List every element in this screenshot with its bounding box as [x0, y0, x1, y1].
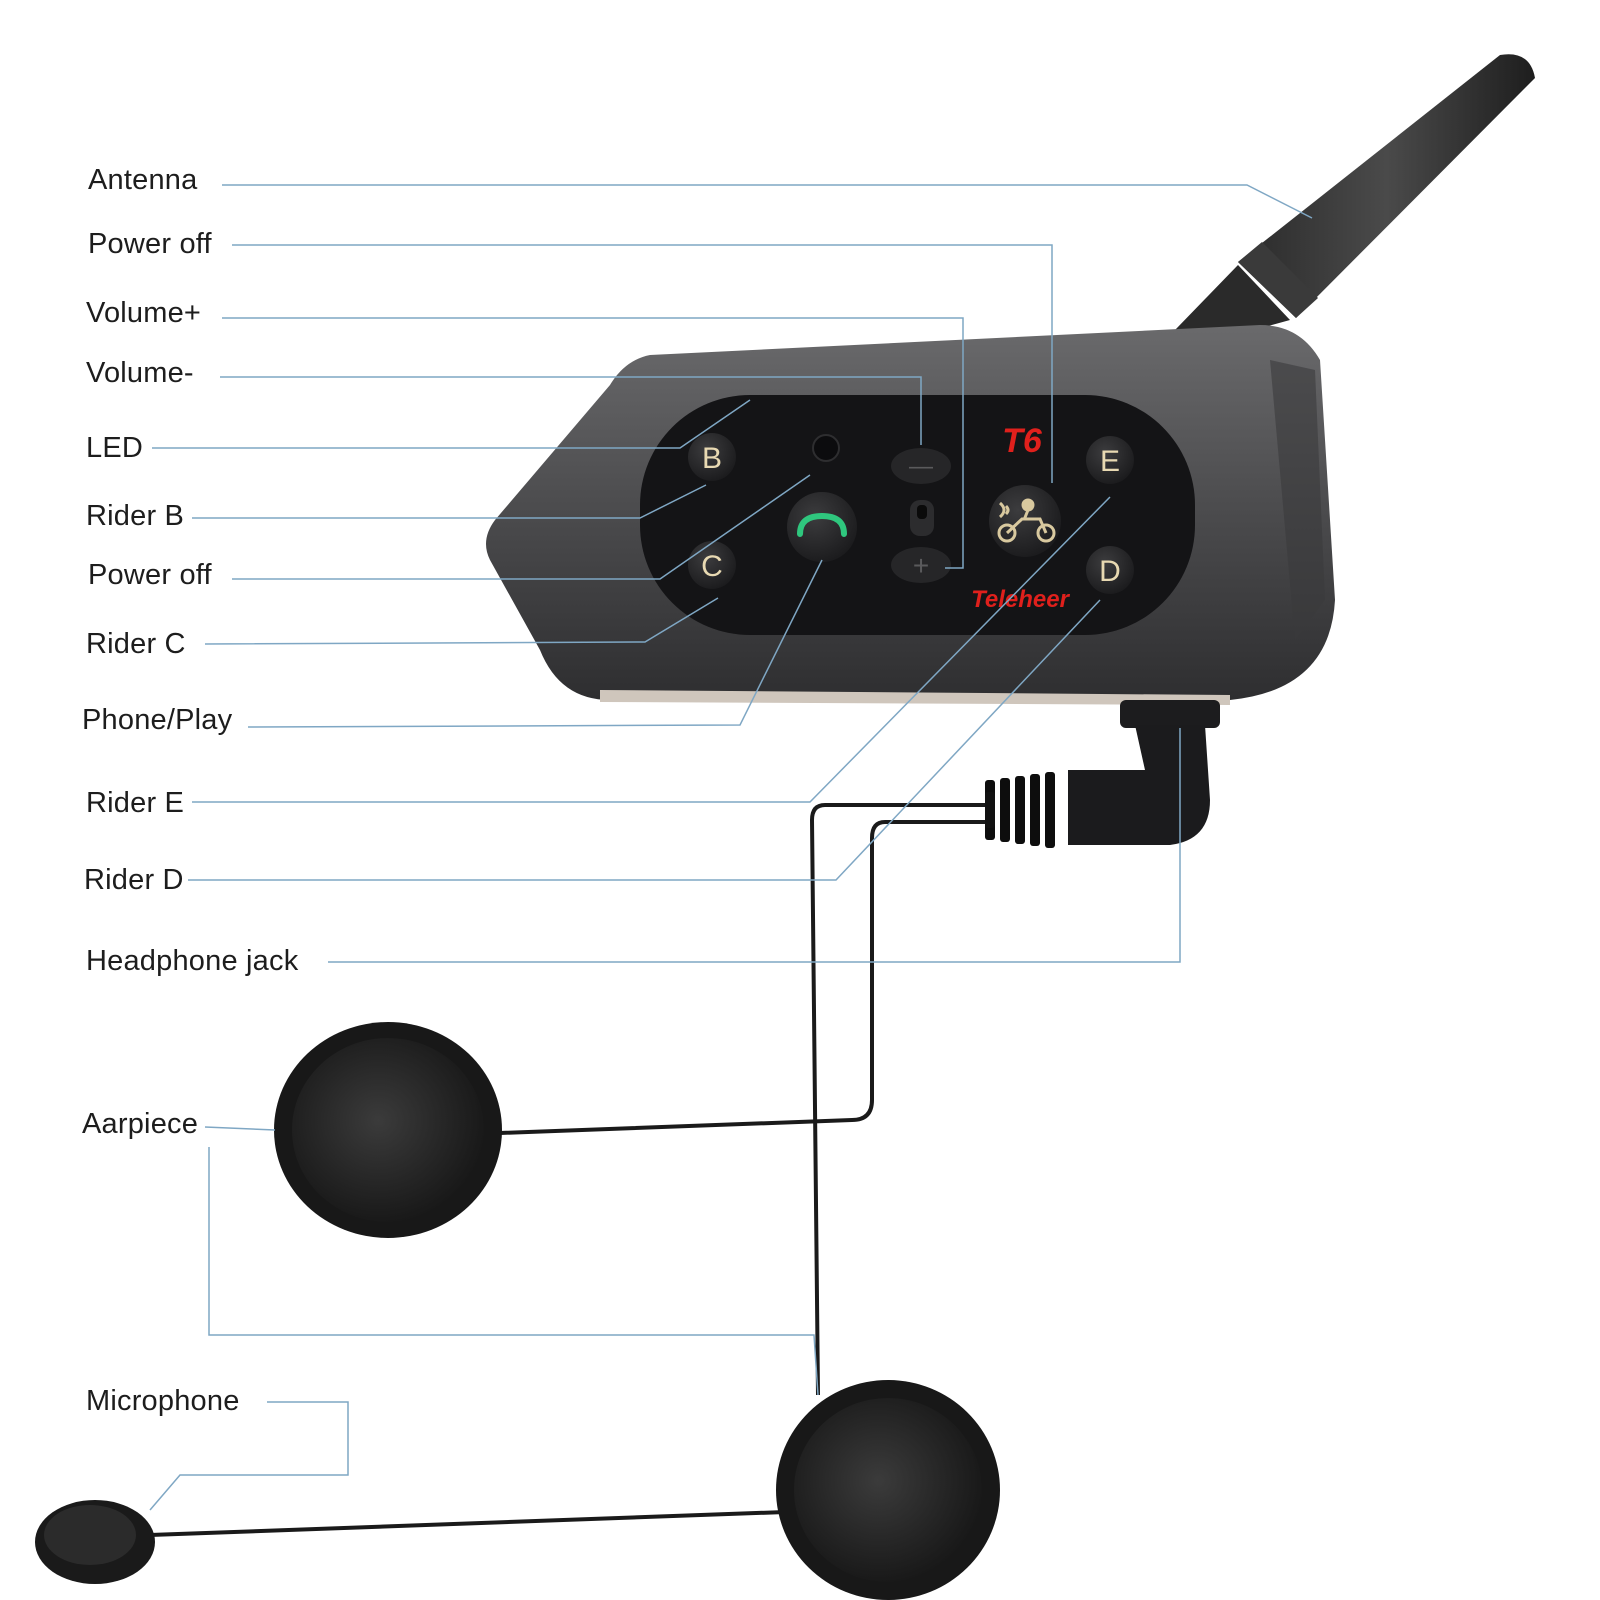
leader-lines: [149, 184, 1313, 1511]
button-c[interactable]: C: [688, 541, 736, 589]
label-phone-play: Phone/Play: [82, 704, 233, 736]
label-volume-minus: Volume-: [86, 357, 194, 389]
model-label: T6: [1002, 422, 1043, 460]
microphone: [35, 1500, 155, 1584]
label-volume-plus: Volume+: [86, 297, 202, 329]
headset-cables: [149, 803, 985, 1537]
phone-icon: [797, 512, 847, 537]
svg-text:B: B: [702, 442, 722, 475]
label-rider-c: Rider C: [86, 628, 186, 660]
label-led: LED: [86, 432, 144, 464]
label-headphone-jack: Headphone jack: [86, 945, 299, 977]
phone-play-button[interactable]: [787, 492, 857, 562]
label-rider-d: Rider D: [84, 864, 184, 896]
power-switch[interactable]: [910, 500, 934, 536]
label-rider-e: Rider E: [86, 787, 185, 819]
button-b[interactable]: B: [688, 433, 736, 481]
svg-text:C: C: [701, 550, 723, 583]
earpiece-1: [274, 1022, 502, 1238]
label-power-off-2: Power off: [88, 559, 212, 591]
headphone-jack: [985, 700, 1220, 848]
led-indicator: [812, 434, 840, 462]
antenna: [1175, 54, 1535, 345]
label-microphone: Microphone: [86, 1385, 240, 1417]
svg-text:+: +: [913, 550, 929, 581]
label-power-off: Power off: [88, 228, 212, 260]
label-earpiece: Aarpiece: [82, 1108, 199, 1140]
svg-text:D: D: [1099, 555, 1121, 588]
button-d[interactable]: D: [1086, 546, 1134, 594]
button-e[interactable]: E: [1086, 436, 1134, 484]
svg-text:Teleheer: Teleheer: [971, 586, 1070, 613]
volume-minus-button[interactable]: —: [891, 448, 951, 484]
label-rider-b: Rider B: [86, 500, 185, 532]
brand-logo: Teleheer: [971, 586, 1070, 613]
motorcycle-rider-icon: [997, 498, 1056, 543]
earpiece-2: [776, 1380, 1000, 1600]
svg-text:E: E: [1100, 445, 1120, 478]
svg-text:—: —: [909, 453, 933, 480]
label-antenna: Antenna: [88, 164, 198, 196]
svg-text:T6: T6: [1002, 422, 1043, 460]
rider-intercom-button[interactable]: [989, 485, 1061, 557]
volume-plus-button[interactable]: +: [891, 547, 951, 583]
